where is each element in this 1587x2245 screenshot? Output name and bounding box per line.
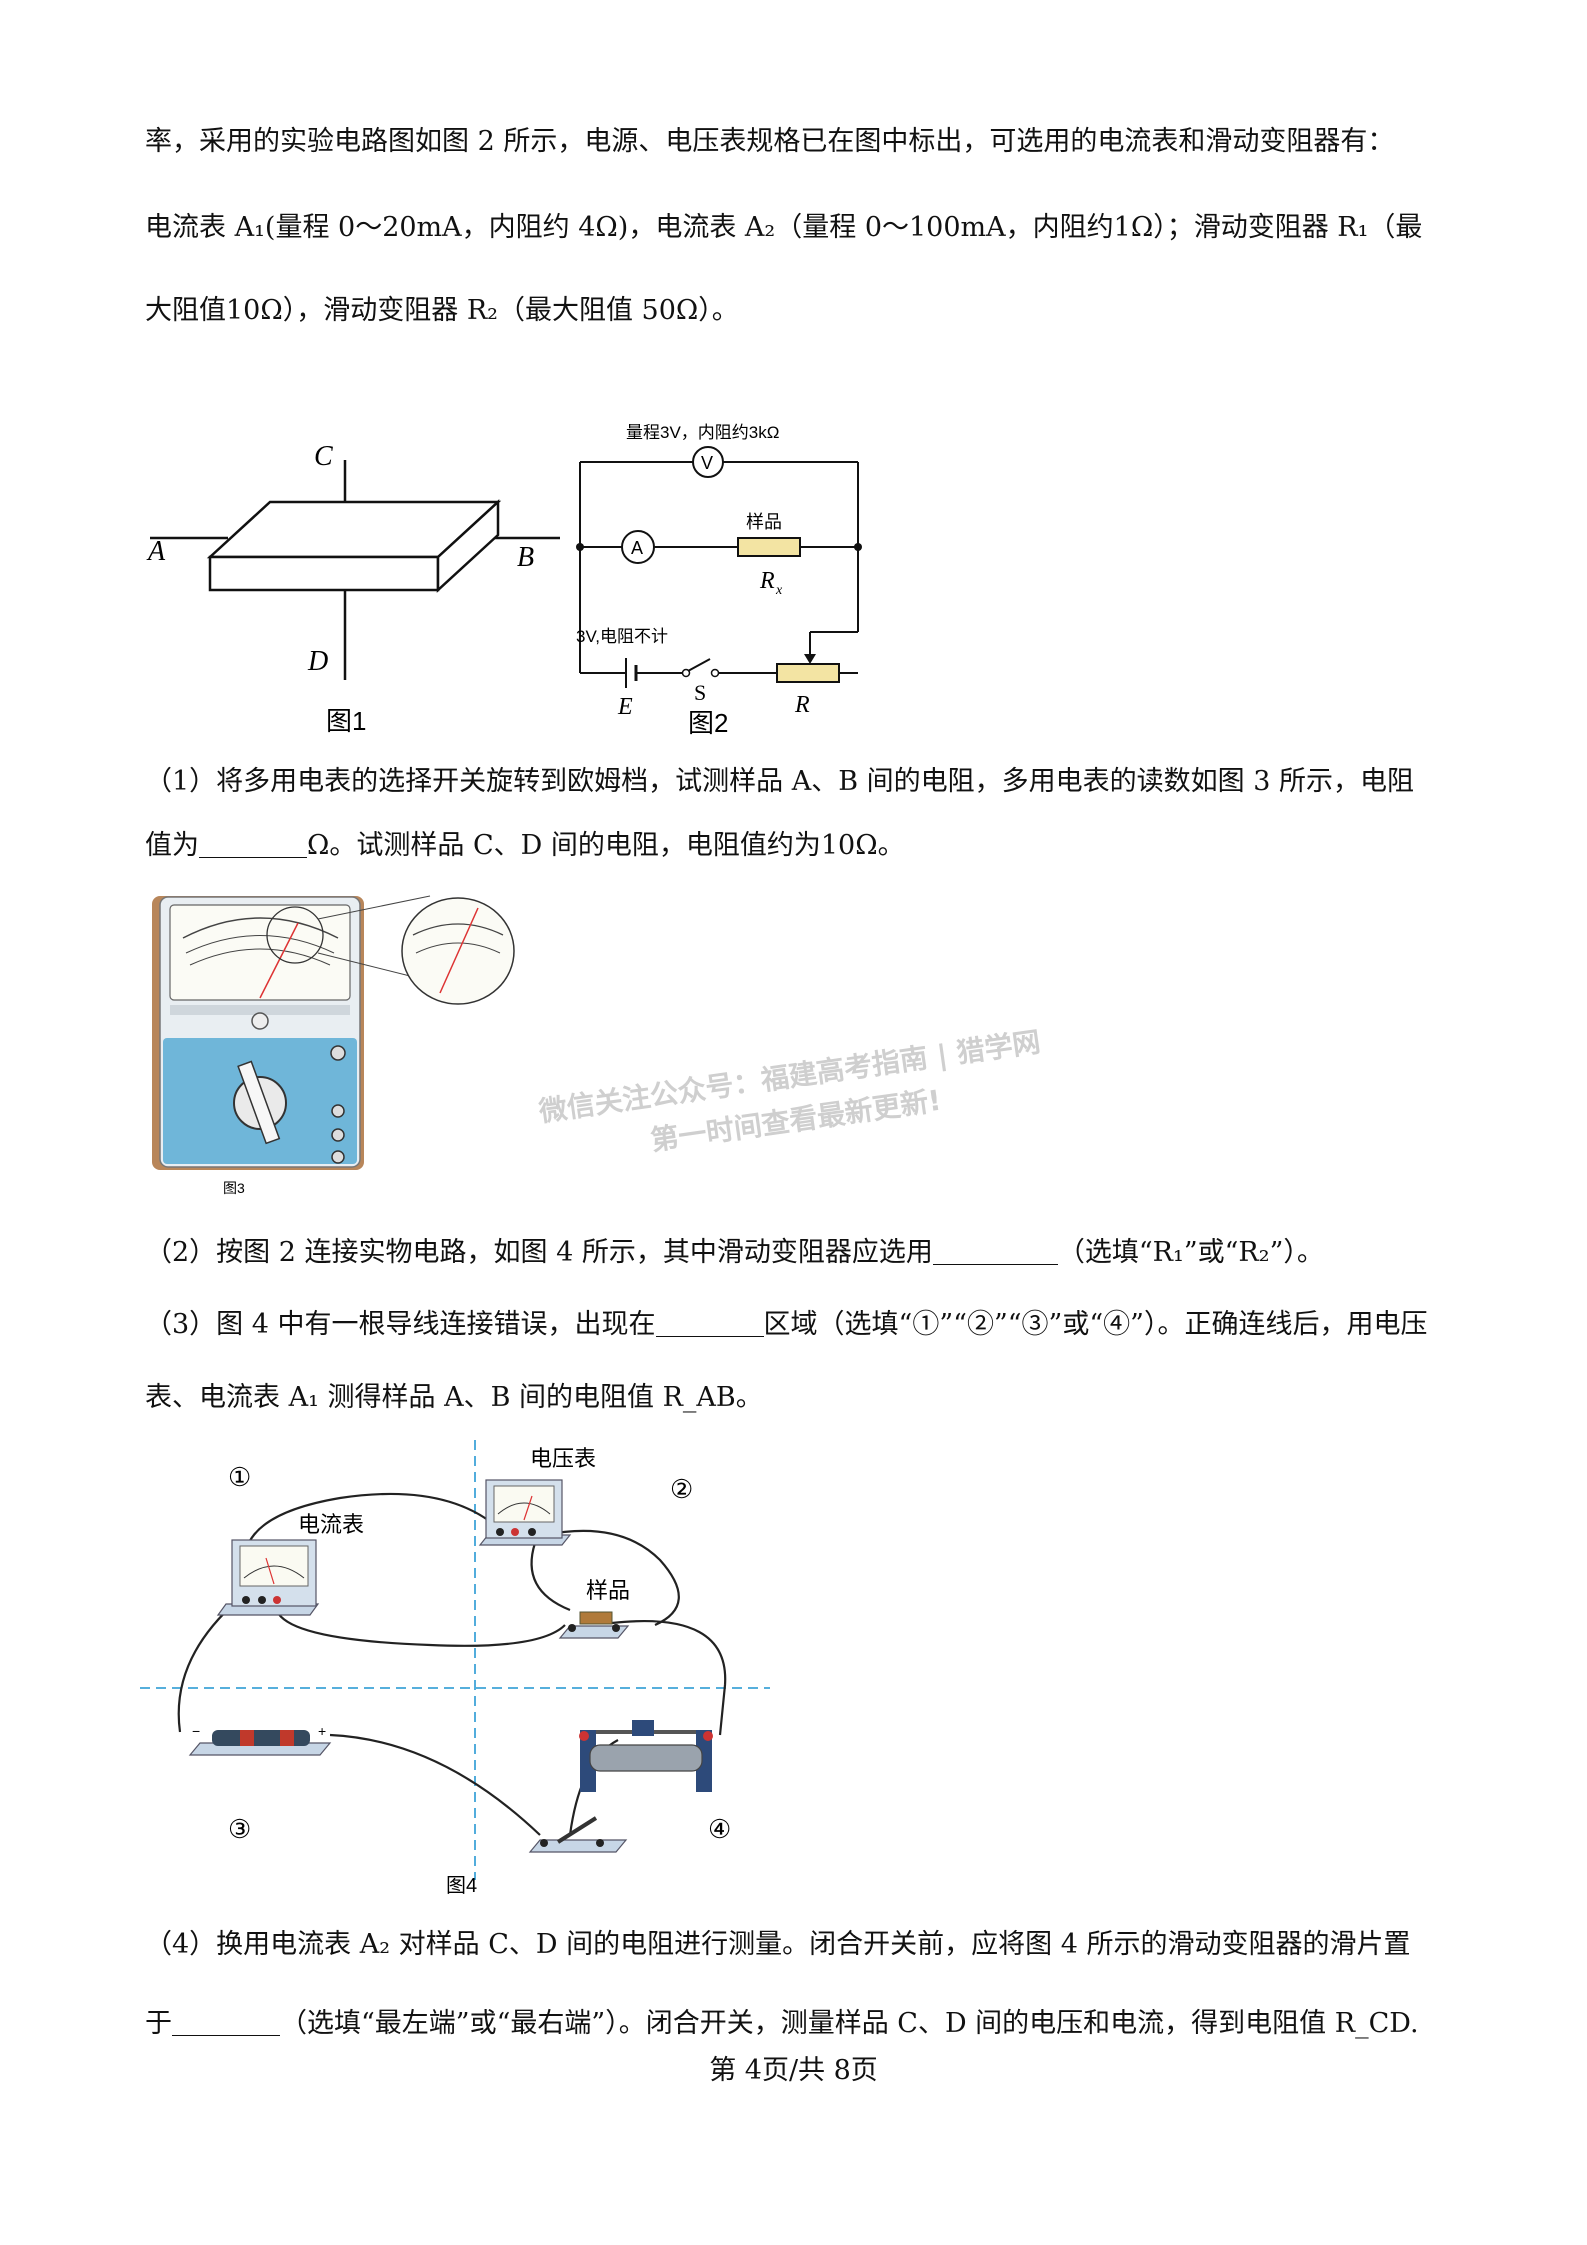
rheostat-symbol: [776, 663, 840, 683]
terminal-c-label: C: [314, 441, 333, 472]
question-1-line-1: （1）将多用电表的选择开关旋转到欧姆档，试测样品 A、B 间的电阻，多用电表的读…: [145, 766, 1415, 797]
figure-1-sample-block: C A B D 图1: [146, 441, 560, 736]
sample-label: 样品: [586, 1578, 630, 1603]
region-1-label: ①: [228, 1463, 251, 1492]
region-4-label: ④: [708, 1815, 731, 1844]
voltmeter-device: [478, 1479, 572, 1546]
intro-line-2: 电流表 A₁(量程 0～20mA，内阻约 4Ω)，电流表 A₂（量程 0～100…: [145, 212, 1423, 243]
svg-text:−: −: [192, 1723, 200, 1739]
voltmeter-spec-label: 量程3V，内阻约3kΩ: [626, 423, 779, 442]
question-1-prefix: 值为: [145, 830, 199, 861]
question-3-prefix: （3）图 4 中有一根导线连接错误，出现在: [145, 1309, 656, 1340]
answer-blank-2[interactable]: [932, 1236, 1058, 1265]
voltmeter-label: 电压表: [530, 1446, 596, 1471]
question-2: （2）按图 2 连接实物电路，如图 4 所示，其中滑动变阻器应选用 （选填“R₁”…: [145, 1233, 1324, 1273]
question-3-line-1: （3）图 4 中有一根导线连接错误，出现在 区域（选填“①”“②”“③”或“④”）…: [145, 1305, 1427, 1345]
question-1-line-2: 值为 Ω。试测样品 C、D 间的电阻，电阻值约为10Ω。: [145, 826, 905, 866]
rheostat-device: [579, 1720, 713, 1792]
sample-resistor-symbol: [737, 537, 801, 557]
source-spec-label: 3V,电阻不计: [576, 627, 668, 646]
voltmeter-v-label: V: [701, 453, 713, 473]
intro-line-3: 大阻值10Ω），滑动变阻器 R₂（最大阻值 50Ω）。: [145, 295, 739, 326]
question-4-suffix: （选填“最左端”或“最右端”）。闭合开关，测量样品 C、D 间的电压和电流，得到…: [280, 2008, 1419, 2039]
figure-2-circuit-diagram: 量程3V，内阻约3kΩ V A 样品 R x 3V,电阻不计 E S R 图2: [576, 423, 862, 738]
rheostat-r-label: R: [794, 692, 810, 718]
question-2-suffix: （选填“R₁”或“R₂”）。: [1057, 1237, 1324, 1268]
figure-1-caption: 图1: [326, 706, 366, 736]
rx-subscript: x: [775, 583, 783, 598]
ammeter-label: 电流表: [298, 1512, 364, 1537]
region-3-label: ③: [228, 1815, 251, 1844]
figure-4-caption: 图4: [446, 1875, 477, 1897]
figure-2-caption: 图2: [688, 708, 728, 738]
question-1-suffix: Ω。试测样品 C、D 间的电阻，电阻值约为10Ω。: [307, 830, 905, 861]
page-footer: 第 4页/共 8页: [709, 2055, 878, 2086]
question-4-line-1: （4）换用电流表 A₂ 对样品 C、D 间的电阻进行测量。闭合开关前，应将图 4…: [145, 1929, 1411, 1960]
switch-lever: [687, 658, 711, 672]
question-3-suffix: 区域（选填“①”“②”“③”或“④”）。正确连线后，用电压: [763, 1309, 1428, 1340]
svg-text:+: +: [318, 1723, 326, 1739]
switch-device: [528, 1816, 628, 1853]
figure-3-caption: 图3: [223, 1180, 245, 1196]
magnified-needle: [439, 907, 479, 994]
ammeter-a-label: A: [631, 538, 643, 558]
emf-e-label: E: [617, 694, 633, 720]
question-4-line-2: 于 （选填“最左端”或“最右端”）。闭合开关，测量样品 C、D 间的电压和电流，得…: [145, 2004, 1419, 2044]
figure-3-multimeter: 图3: [152, 895, 515, 1196]
intro-line-1: 率，采用的实验电路图如图 2 所示，电源、电压表规格已在图中标出，可选用的电流表…: [145, 126, 1395, 157]
sample-label: 样品: [746, 512, 782, 532]
switch-s-label: S: [694, 680, 706, 705]
voltmeter-symbol: [692, 446, 724, 478]
rx-label: R: [759, 568, 775, 594]
answer-blank-3[interactable]: [655, 1308, 764, 1337]
sample-device: [558, 1611, 630, 1639]
terminal-a-label: A: [146, 536, 166, 567]
ammeter-device: [216, 1539, 320, 1616]
question-3-line-2: 表、电流表 A₁ 测得样品 A、B 间的电阻值 R_AB。: [145, 1382, 763, 1413]
zero-adjust-screw: [251, 1012, 269, 1030]
answer-blank-4[interactable]: [172, 2007, 280, 2036]
answer-blank-1[interactable]: [199, 829, 307, 858]
rheostat-slider-arrow: [804, 654, 816, 664]
meter-dial-face: [169, 904, 351, 1001]
question-2-prefix: （2）按图 2 连接实物电路，如图 4 所示，其中滑动变阻器应选用: [145, 1237, 933, 1268]
battery-device: − +: [188, 1723, 332, 1756]
terminal-d-label: D: [307, 646, 328, 677]
magnifier-circle: [266, 906, 324, 964]
terminal-b-label: B: [517, 542, 534, 573]
question-4-prefix: 于: [145, 2008, 172, 2039]
meter-needle: [259, 922, 299, 999]
figure-4-physical-circuit: ① ② ③ ④ 电压表 电流表 样品 − +: [140, 1440, 770, 1897]
region-2-label: ②: [670, 1475, 693, 1504]
watermark: 微信关注公众号：福建高考指南 | 猎学网 第一时间查看最新更新!: [536, 1020, 1049, 1178]
